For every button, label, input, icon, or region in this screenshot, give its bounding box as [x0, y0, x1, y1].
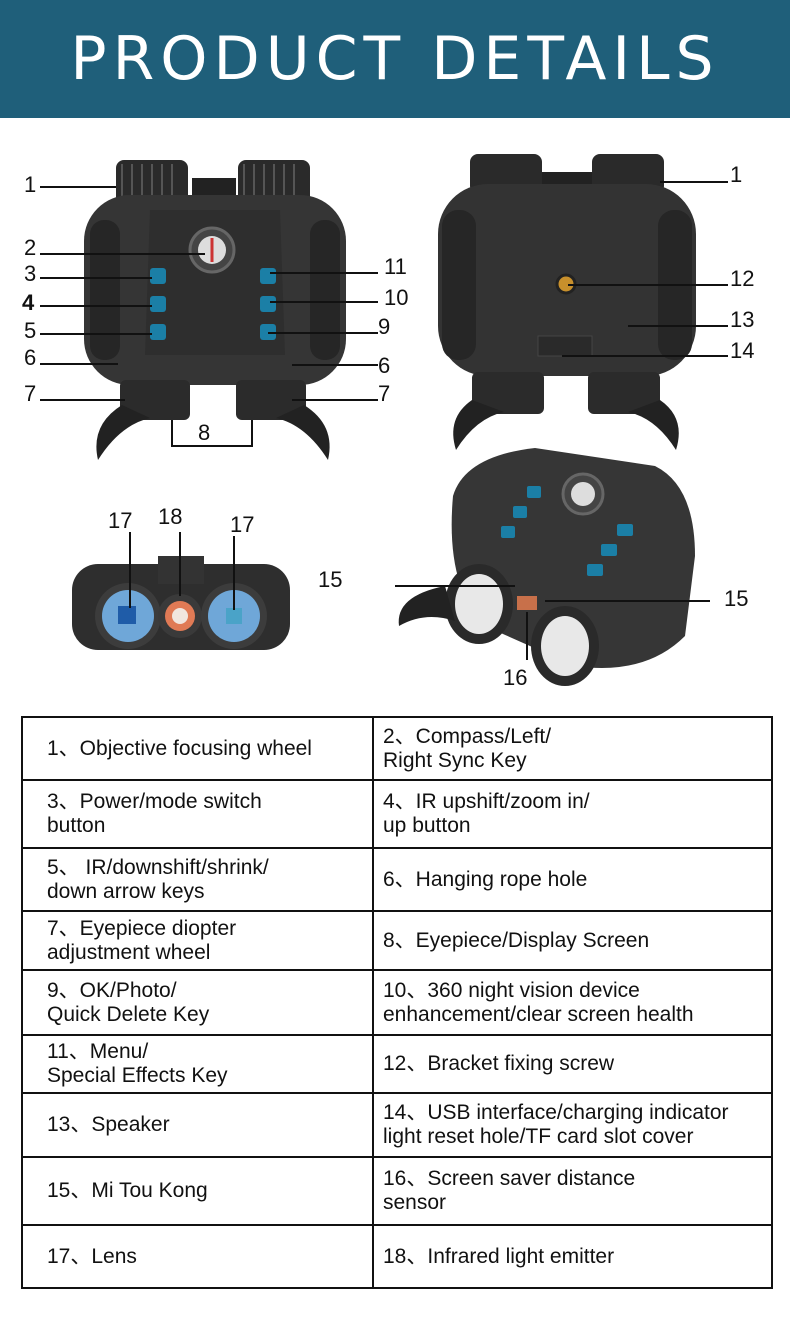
callout-3: 3 — [24, 261, 37, 286]
callout-9: 9 — [378, 314, 391, 339]
callout-1-bottom-view: 1 — [730, 162, 743, 187]
callout-15-right: 15 — [724, 586, 749, 611]
callout-16: 16 — [503, 665, 528, 690]
page-title: PRODUCT DETAILS — [70, 24, 720, 94]
binocular-top-view — [84, 160, 346, 460]
table-row: 9、OK/Photo/Quick Delete Key 10、360 night… — [21, 969, 773, 1036]
spec-cell: 13、Speaker — [21, 1092, 374, 1158]
table-row: 13、Speaker 14、USB interface/charging ind… — [21, 1092, 773, 1158]
callout-13: 13 — [730, 307, 755, 332]
spec-cell: 2、Compass/Left/Right Sync Key — [372, 716, 773, 781]
spec-cell: 12、Bracket fixing screw — [372, 1034, 773, 1094]
callout-18: 18 — [158, 504, 183, 529]
callout-4: 4 — [22, 290, 35, 315]
callout-8: 8 — [198, 420, 211, 445]
callout-6-right: 6 — [378, 353, 391, 378]
spec-cell: 6、Hanging rope hole — [372, 847, 773, 912]
spec-cell: 5、 IR/downshift/shrink/down arrow keys — [21, 847, 374, 912]
spec-cell: 8、Eyepiece/Display Screen — [372, 910, 773, 971]
spec-cell: 18、Infrared light emitter — [372, 1224, 773, 1289]
callout-6-left: 6 — [24, 345, 37, 370]
callout-2: 2 — [24, 235, 37, 260]
spec-cell: 15、Mi Tou Kong — [21, 1156, 374, 1226]
spec-table: 1、Objective focusing wheel 2、Compass/Lef… — [21, 716, 773, 1289]
callout-1-top-view: 1 — [24, 172, 37, 197]
callout-17-right: 17 — [230, 512, 255, 537]
callout-7-right: 7 — [378, 381, 391, 406]
spec-cell: 11、Menu/Special Effects Key — [21, 1034, 374, 1094]
callout-15-left: 15 — [318, 567, 343, 592]
binocular-angled-view — [395, 448, 710, 686]
callout-17-left: 17 — [108, 508, 133, 533]
callout-14: 14 — [730, 338, 755, 363]
callout-10: 10 — [384, 285, 409, 310]
callout-7-left: 7 — [24, 381, 37, 406]
table-row: 11、Menu/Special Effects Key 12、Bracket f… — [21, 1034, 773, 1094]
callout-12: 12 — [730, 266, 755, 291]
callout-5: 5 — [24, 318, 37, 343]
spec-cell: 4、IR upshift/zoom in/up button — [372, 779, 773, 849]
header-banner: PRODUCT DETAILS — [0, 0, 790, 118]
binocular-bottom-view — [438, 154, 696, 450]
table-row: 17、Lens 18、Infrared light emitter — [21, 1224, 773, 1289]
callout-11: 11 — [384, 254, 407, 279]
spec-cell: 17、Lens — [21, 1224, 374, 1289]
bottom-view-leader-lines — [562, 181, 728, 357]
spec-cell: 9、OK/Photo/Quick Delete Key — [21, 969, 374, 1036]
binocular-lens-view — [72, 532, 290, 650]
table-row: 1、Objective focusing wheel 2、Compass/Lef… — [21, 716, 773, 781]
table-row: 5、 IR/downshift/shrink/down arrow keys 6… — [21, 847, 773, 912]
top-view-leader-lines — [40, 186, 378, 401]
spec-cell: 1、Objective focusing wheel — [21, 716, 374, 781]
